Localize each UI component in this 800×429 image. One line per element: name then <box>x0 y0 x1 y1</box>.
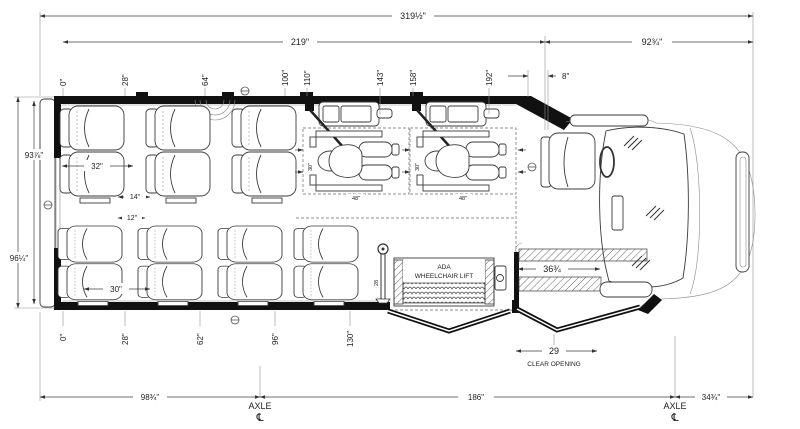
dim-wheelbase: 186" <box>468 393 484 402</box>
bottom-dimensions: 0" 28" 62" 96" 130" 98¾" 186" 34¾" AXLE … <box>39 311 754 424</box>
wheelchair-station <box>295 102 409 194</box>
console <box>611 195 624 231</box>
axle-label: AXLE <box>663 401 686 411</box>
step-nose <box>599 281 653 298</box>
dim-front-overhang: 34¾" <box>702 393 721 402</box>
left-dimensions: 93⅞" 96¼" <box>5 96 54 309</box>
tick-label: 110" <box>303 70 312 86</box>
datum-markers <box>43 86 537 325</box>
top-station-ticks: 0" 28" 64" 100" 110" 143" 158" 192" <box>59 70 494 114</box>
dim-inner-height: 93⅞" <box>25 151 44 160</box>
wall-top <box>54 96 520 104</box>
seat-unit <box>294 226 358 306</box>
tick-label: 158" <box>409 70 418 86</box>
seat-unit <box>60 106 124 203</box>
rear-axle-centerline: AXLE ℄ <box>248 401 271 424</box>
ada-wheelchair-lift: ADA WHEELCHAIR LIFT <box>390 257 512 311</box>
wall-bottom <box>54 302 390 310</box>
dim-front-section: 92¾" <box>642 37 663 47</box>
clear-opening-dimension: 29 CLEAR OPENING <box>515 334 598 368</box>
centerline-symbol: ℄ <box>255 411 263 424</box>
clear-opening-label: CLEAR OPENING <box>527 361 580 368</box>
tick-label: 62" <box>196 333 205 345</box>
seat-unit <box>232 106 296 203</box>
dim-outer-height: 96¼" <box>10 254 29 263</box>
a-pillar-post <box>638 294 662 314</box>
bottom-station-ticks: 0" 28" 62" 96" 130" <box>59 311 355 347</box>
stanchion-label: 28 <box>374 280 380 286</box>
dim-overall-length: 319½" <box>400 11 426 21</box>
tick-label: 64" <box>201 74 210 86</box>
wc-width-label: 30" <box>415 163 421 171</box>
wc-width-label: 30" <box>308 163 314 171</box>
passenger-seats <box>58 106 358 306</box>
dim-seat-gap-top: 14" <box>130 194 141 201</box>
entry-grab-rail <box>514 252 519 302</box>
dim-seat-pitch-top: 32" <box>91 162 103 171</box>
wc-length-label: 48" <box>352 196 360 202</box>
tick-label: 130" <box>346 331 355 347</box>
tick-label: 28" <box>121 74 130 86</box>
windshield <box>599 126 689 288</box>
step-tread-upper <box>518 248 648 262</box>
dim-seat-pitch-bottom: 30" <box>110 285 122 294</box>
dim-seat-gap-bottom: 12" <box>127 215 138 222</box>
wall-frame-blocks <box>136 92 423 97</box>
step-tread-lower <box>518 276 602 292</box>
driver-seat <box>540 132 596 190</box>
cab-front <box>540 114 756 314</box>
tick-label: 96" <box>271 333 280 345</box>
dim-rear-overhang: 98¾" <box>141 393 160 402</box>
dim-clear-opening: 29 <box>549 346 559 356</box>
hood-line <box>689 127 701 295</box>
driver-mirror <box>569 114 649 127</box>
tick-label: 100" <box>281 70 290 86</box>
lift-label-line2: WHEELCHAIR LIFT <box>415 273 474 280</box>
entry-doors-and-steps <box>387 242 653 334</box>
dim-body-length: 219" <box>291 37 309 47</box>
grille-inner <box>739 156 747 268</box>
door-post <box>512 300 519 313</box>
top-dimensions: 319½" 219" 92¾" 8" 0" 28" 64" 100" 110" … <box>39 10 754 397</box>
front-axle-centerline: AXLE ℄ <box>663 401 686 424</box>
tick-label: 143" <box>376 70 385 86</box>
grille <box>735 151 750 273</box>
axle-label: AXLE <box>248 401 271 411</box>
tick-label: 192" <box>485 70 494 86</box>
wall-cab-taper <box>516 96 573 130</box>
tick-label: 28" <box>121 333 130 345</box>
wc-length-label: 48" <box>459 196 467 202</box>
stanchion-pole: 28 <box>374 243 391 304</box>
dim-cab-offset: 8" <box>562 72 569 81</box>
dim-door-width: 36¾ <box>543 264 561 274</box>
tick-label: 0" <box>59 79 68 86</box>
centerline-symbol: ℄ <box>670 411 678 424</box>
wheelchair-station <box>402 102 516 194</box>
seat-unit <box>146 106 210 203</box>
lift-label-line1: ADA <box>437 264 451 271</box>
wall-rear-lower <box>54 248 61 310</box>
wall-rear-upper <box>54 96 61 158</box>
tick-label: 0" <box>59 334 68 341</box>
seat-unit <box>218 226 282 306</box>
interior-dimensions: 32" 14" 12" 30" 36¾ <box>61 160 601 294</box>
steering-wheel <box>599 146 615 178</box>
lift-doors <box>387 308 511 334</box>
seat-unit <box>138 226 202 306</box>
